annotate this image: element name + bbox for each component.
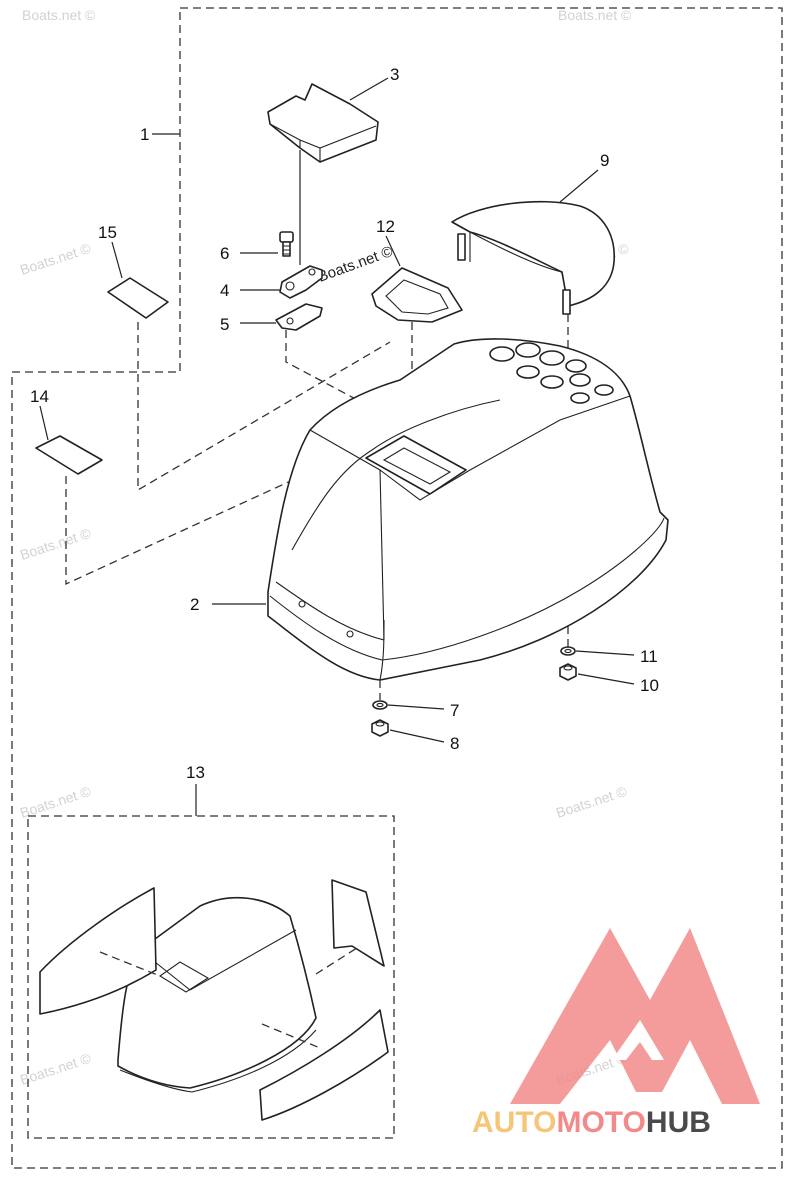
part-13-decal-set xyxy=(39,879,389,1121)
watermark: Boats.net © xyxy=(18,783,93,821)
watermark-overlay: Boats.net © xyxy=(316,243,396,286)
part-8-nut xyxy=(371,719,389,737)
callout-2: 2 xyxy=(190,595,199,614)
watermark: Boats.net © xyxy=(558,7,632,23)
assembly-boundary xyxy=(11,7,783,1169)
callout-14: 14 xyxy=(30,387,49,406)
watermark: Boats.net © xyxy=(18,525,93,563)
watermark: Boats.net © xyxy=(554,783,629,821)
callout-3: 3 xyxy=(390,65,399,84)
part-12-grommet xyxy=(371,267,463,323)
part-2-main-cover xyxy=(267,338,669,681)
part-14-decal xyxy=(35,435,103,475)
cover-top-bosses xyxy=(489,342,614,404)
watermark: Boats.net © xyxy=(18,1050,93,1088)
part-6-bolt xyxy=(279,231,294,257)
callout-9: 9 xyxy=(600,151,609,170)
brand-logo: AUTOMOTOHUB xyxy=(472,928,760,1139)
brand-logo-mark xyxy=(510,928,760,1104)
callout-10: 10 xyxy=(640,676,659,695)
part-15-decal xyxy=(107,277,169,319)
callout-7: 7 xyxy=(450,701,459,720)
callout-13: 13 xyxy=(186,763,205,782)
watermark: Boats.net © xyxy=(18,240,93,278)
decal-set-boundary xyxy=(27,815,395,1139)
callout-1: 1 xyxy=(140,125,149,144)
part-3-plate xyxy=(267,83,379,163)
callout-5: 5 xyxy=(220,315,229,334)
callout-12: 12 xyxy=(376,217,395,236)
watermark: Boats.net © xyxy=(22,7,96,23)
callout-8: 8 xyxy=(450,734,459,753)
part-7-washer xyxy=(372,700,388,710)
callout-15: 15 xyxy=(98,223,117,242)
callout-11: 11 xyxy=(640,647,658,666)
brand-name: AUTOMOTOHUB xyxy=(472,1106,711,1139)
part-5-bracket xyxy=(275,303,323,331)
part-4-latch xyxy=(279,265,323,299)
callout-6: 6 xyxy=(220,244,229,263)
part-10-nut xyxy=(559,663,577,681)
part-11-washer xyxy=(560,646,576,656)
part-9-cover xyxy=(451,200,615,315)
callout-4: 4 xyxy=(220,281,229,300)
